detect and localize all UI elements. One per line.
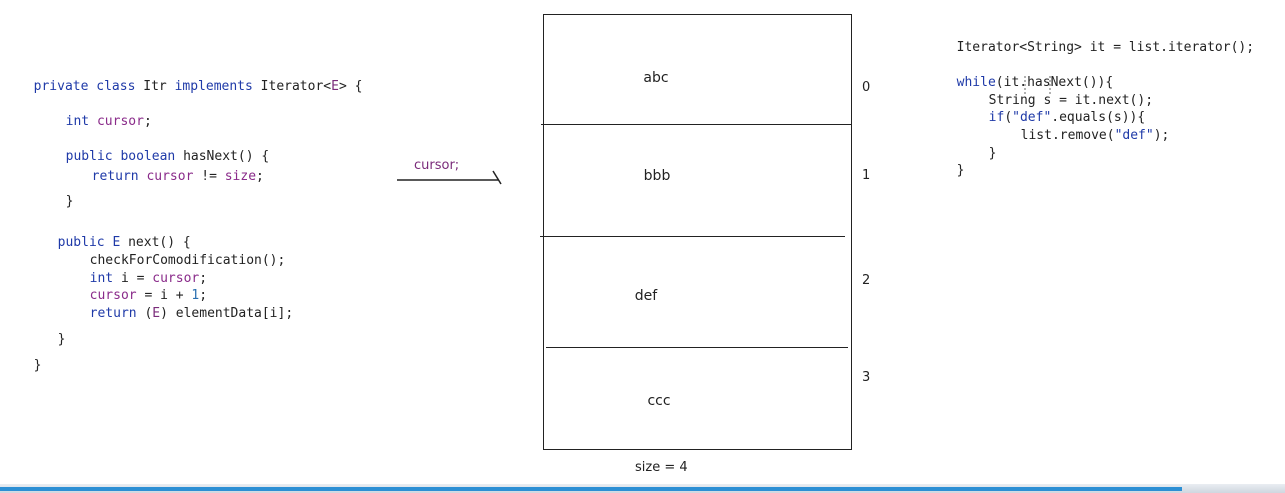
next-call-line: String s = it.next(); bbox=[988, 93, 1154, 108]
hasnext-signature-line: public boolean hasNext() { bbox=[65, 149, 270, 164]
class-close-brace: } bbox=[33, 358, 42, 373]
text-caret-marker bbox=[1024, 76, 1051, 94]
index-label-3: 3 bbox=[862, 370, 871, 385]
next-return-line: return (E) elementData[i]; bbox=[89, 306, 294, 321]
if-equals-line: if("def".equals(s)){ bbox=[988, 110, 1146, 125]
while-line: while(it.hasNext()){ bbox=[956, 75, 1114, 90]
cell-divider bbox=[546, 347, 848, 348]
next-comodification-line: checkForComodification(); bbox=[89, 253, 286, 268]
next-assign-i-line: int i = cursor; bbox=[89, 271, 208, 286]
cell-divider bbox=[541, 124, 851, 125]
index-label-1: 1 bbox=[862, 168, 871, 183]
next-increment-line: cursor = i + 1; bbox=[89, 288, 208, 303]
hasnext-close-brace: } bbox=[65, 194, 74, 209]
array-box bbox=[543, 14, 852, 450]
cell-value-2: def bbox=[634, 288, 658, 304]
cursor-pointer-label: cursor; bbox=[414, 158, 460, 173]
index-label-0: 0 bbox=[862, 80, 871, 95]
class-declaration-line: private class Itr implements Iterator<E>… bbox=[33, 79, 363, 94]
cell-divider bbox=[540, 236, 845, 237]
next-close-brace: } bbox=[57, 332, 66, 347]
hasnext-return-line: return cursor != size; bbox=[91, 169, 264, 184]
video-progress-bar[interactable] bbox=[0, 487, 1183, 491]
next-signature-line: public E next() { bbox=[57, 235, 191, 250]
cell-value-0: abc bbox=[643, 70, 669, 86]
index-label-2: 2 bbox=[862, 273, 871, 288]
iterator-declaration-line: Iterator<String> it = list.iterator(); bbox=[956, 40, 1255, 55]
remove-line: list.remove("def"); bbox=[1020, 128, 1170, 143]
if-close-brace: } bbox=[988, 146, 997, 161]
cursor-arrow bbox=[397, 170, 502, 185]
while-close-brace: } bbox=[956, 163, 965, 178]
cell-value-3: ccc bbox=[647, 393, 671, 409]
cell-value-1: bbb bbox=[643, 168, 671, 184]
size-label: size = 4 bbox=[635, 460, 688, 475]
cursor-field-line: int cursor; bbox=[65, 114, 152, 129]
